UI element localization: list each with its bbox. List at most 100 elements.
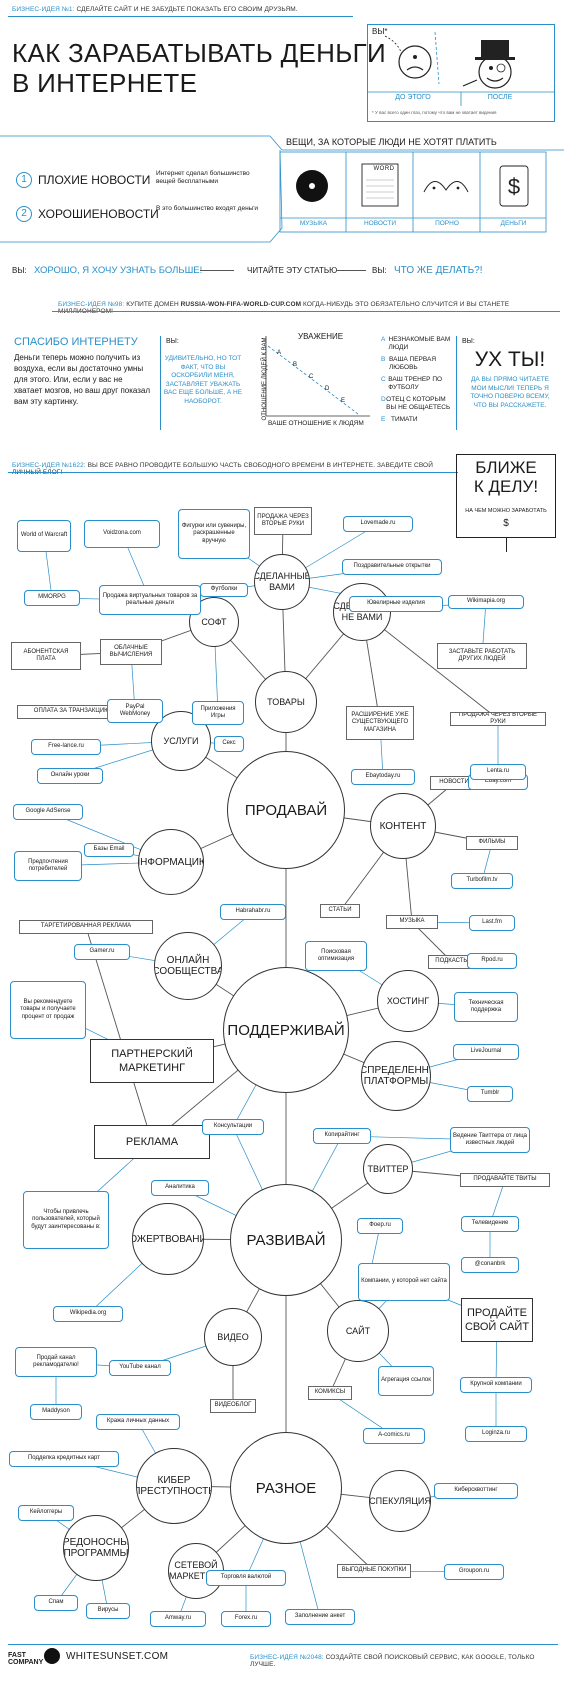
node-resale: ПРОДАЖА ЧЕРЕЗ ВТОРЫЕ РУКИ — [254, 507, 312, 535]
node-made-not-by-you: СДЕЛАННЫЕ НЕ ВАМИ — [333, 583, 391, 641]
node-cybersquat: Киберсквоттинг — [434, 1483, 518, 1499]
what-to-do-text: ЧТО ЖЕ ДЕЛАТЬ?! — [394, 265, 483, 276]
node-tshirts: Футболки — [200, 583, 248, 597]
node-email-db: Базы Email — [84, 843, 134, 857]
arrow-left — [200, 270, 234, 271]
wow-title: УХ ТЫ! — [474, 348, 546, 371]
node-acomics: A-comics.ru — [363, 1428, 425, 1444]
good-news-label: ХОРОШИЕНОВОСТИ — [38, 207, 159, 221]
good-news-text: В это большинство входят деньги — [156, 205, 259, 212]
node-aggregation: Агрегация ссылок — [378, 1366, 434, 1396]
wow-text: ДА ВЫ ПРЯМО ЧИТАЕТЕ МОИ МЫСЛИ! ТЕПЕРЬ Я … — [470, 376, 550, 409]
node-livejournal: LiveJournal — [453, 1044, 519, 1060]
respect-chart — [265, 336, 370, 417]
idea1-underline — [8, 16, 353, 17]
node-habr: Habrahabr.ru — [220, 904, 286, 920]
node-viruses: Вирусы — [86, 1603, 130, 1619]
top-hat-icon — [481, 40, 509, 58]
you-insult-text: УДИВИТЕЛЬНО, НО ТОТ ФАКТ, ЧТО ВЫ ОСКОРБИ… — [163, 355, 243, 405]
node-cyber: КИБЕР ПРЕСТУПНОСТЬ — [136, 1448, 212, 1524]
node-information: ИНФОРМАЦИЮ — [138, 829, 204, 895]
footer-rule — [8, 1644, 558, 1645]
item-porn: ПОРНО — [435, 220, 459, 227]
read-article-text: ЧИТАЙТЕ ЭТУ СТАТЬЮ — [247, 266, 338, 275]
sad-face-icon — [398, 45, 432, 79]
bad-news-text: Интернет сделал большинство вещей беспла… — [156, 170, 250, 185]
node-forms: Заполнение анкет — [285, 1609, 355, 1625]
idea1-line: БИЗНЕС-ИДЕЯ №1: СДЕЛАЙТЕ САЙТ И НЕ ЗАБУД… — [12, 6, 342, 13]
node-consult: Консультации — [202, 1119, 264, 1135]
node-copywriting: Копирайтинг — [313, 1128, 371, 1144]
node-sex: Секс — [214, 736, 244, 752]
node-ads: РЕКЛАМА — [94, 1125, 210, 1159]
node-partner: ПАРТНЕРСКИЙ МАРКЕТИНГ — [90, 1039, 214, 1083]
title-line2: В ИНТЕРНЕТЕ — [12, 68, 198, 98]
node-ebaytoday: Ebaytoday.ru — [351, 769, 415, 785]
node-wikipedia: Wikipedia.org — [53, 1306, 123, 1322]
node-forex: Forex.ru — [221, 1611, 271, 1627]
node-figures: Фигурки или сувениры, раскрашенные вручн… — [178, 509, 250, 559]
node-tumblr: Tumblr — [467, 1086, 513, 1102]
node-adsense: Google AdSense — [13, 804, 83, 820]
chart-point-e: E — [341, 398, 346, 404]
node-content: КОНТЕНТ — [370, 793, 436, 859]
node-resale2: ПРОДАЖА ЧЕРЕЗ ВТОРЫЕ РУКИ — [450, 712, 546, 726]
readline-you2: ВЫ: — [372, 266, 387, 275]
thanks-text: Деньги теперь можно получить из воздуха,… — [14, 353, 151, 406]
item-money: ДЕНЬГИ — [500, 220, 527, 227]
footer-site: WHITESUNSET.COM — [66, 1651, 169, 1662]
node-groupon: Groupon.ru — [444, 1564, 504, 1580]
node-apps: Приложения Игры — [192, 701, 244, 725]
wow-divider — [456, 336, 457, 430]
closer-sub: НА ЧЕМ МОЖНО ЗАРАБОТАТЬ — [465, 508, 547, 514]
closer-stem — [506, 538, 507, 552]
node-support: ПОДДЕРЖИВАЙ — [223, 967, 349, 1093]
node-lovemade: Lovemade.ru — [343, 516, 413, 532]
node-gamer: Gamer.ru — [74, 944, 130, 960]
idea98-underline — [52, 311, 560, 312]
idea1-tag: БИЗНЕС-ИДЕЯ №1: — [12, 6, 75, 13]
node-recommend: Вы рекомендуете товары и получаете проце… — [10, 981, 86, 1039]
node-seo: Поисковая оптимизация — [305, 941, 367, 971]
node-mmorpg: MMORPG — [24, 590, 80, 606]
closer-dollar: $ — [503, 518, 509, 529]
node-make-work: ЗАСТАВЬТЕ РАБОТАТЬ ДРУГИХ ЛЮДЕЙ — [437, 643, 527, 669]
node-online-lessons: Онлайн уроки — [37, 768, 103, 784]
node-opera: Фоер.ru — [357, 1218, 403, 1234]
node-currency: Торговля валютой — [206, 1570, 286, 1586]
breasts-icon — [423, 181, 469, 193]
idea1622-underline — [8, 472, 458, 473]
node-video: ВИДЕО — [204, 1308, 262, 1366]
node-videoblog: ВИДЕОБЛОГ — [210, 1399, 256, 1413]
fast-company-logo: FAST COMPANY — [8, 1652, 44, 1666]
node-targeted: ТАРГЕТИРОВАННАЯ РЕКЛАМА — [19, 920, 153, 934]
node-analytics: Аналитика — [151, 1180, 209, 1196]
bad-news-number: 1 — [16, 172, 32, 188]
node-virtual-goods: Продажа виртуальных товаров за реальные … — [99, 585, 201, 615]
node-wow-game: World of Warcraft — [17, 520, 71, 552]
node-spam: Спам — [34, 1595, 78, 1611]
want-more-text: ХОРОШО, Я ХОЧУ УЗНАТЬ БОЛЬШЕ! — [34, 265, 203, 276]
you-insult-label: ВЫ: — [166, 338, 179, 345]
node-turbofilm: Turbofilm.tv — [451, 873, 513, 889]
chart-point-a: A — [277, 350, 282, 356]
whitesunset-logo-icon — [44, 1648, 60, 1664]
node-attract: Чтобы привлечь пользователей, который бу… — [23, 1191, 109, 1249]
node-develop: РАЗВИВАЙ — [230, 1184, 342, 1296]
arrow-right — [336, 270, 366, 271]
chart-point-b: B — [293, 362, 298, 368]
node-deals: ВЫГОДНЫЕ ПОКУПКИ — [337, 1564, 411, 1578]
readline-you1: ВЫ: — [12, 266, 27, 275]
node-music2: МУЗЫКА — [386, 915, 438, 929]
node-hosting: ХОСТИНГ — [377, 970, 439, 1032]
closer-box — [456, 454, 556, 538]
page-title: КАК ЗАРАБАТЫВАТЬ ДЕНЬГИ В ИНТЕРНЕТЕ — [12, 38, 386, 98]
node-goods: ТОВАРЫ — [255, 671, 317, 733]
wow-you-label: ВЫ: — [462, 338, 475, 345]
node-loginza: Loginza.ru — [465, 1426, 527, 1442]
footer-idea: БИЗНЕС-ИДЕЯ №2048: СОЗДАЙТЕ СВОЙ ПОИСКОВ… — [250, 1654, 535, 1668]
node-rpod: Rpod.ru — [467, 953, 517, 969]
node-company: Компании, у которой нет сайта — [358, 1263, 450, 1301]
